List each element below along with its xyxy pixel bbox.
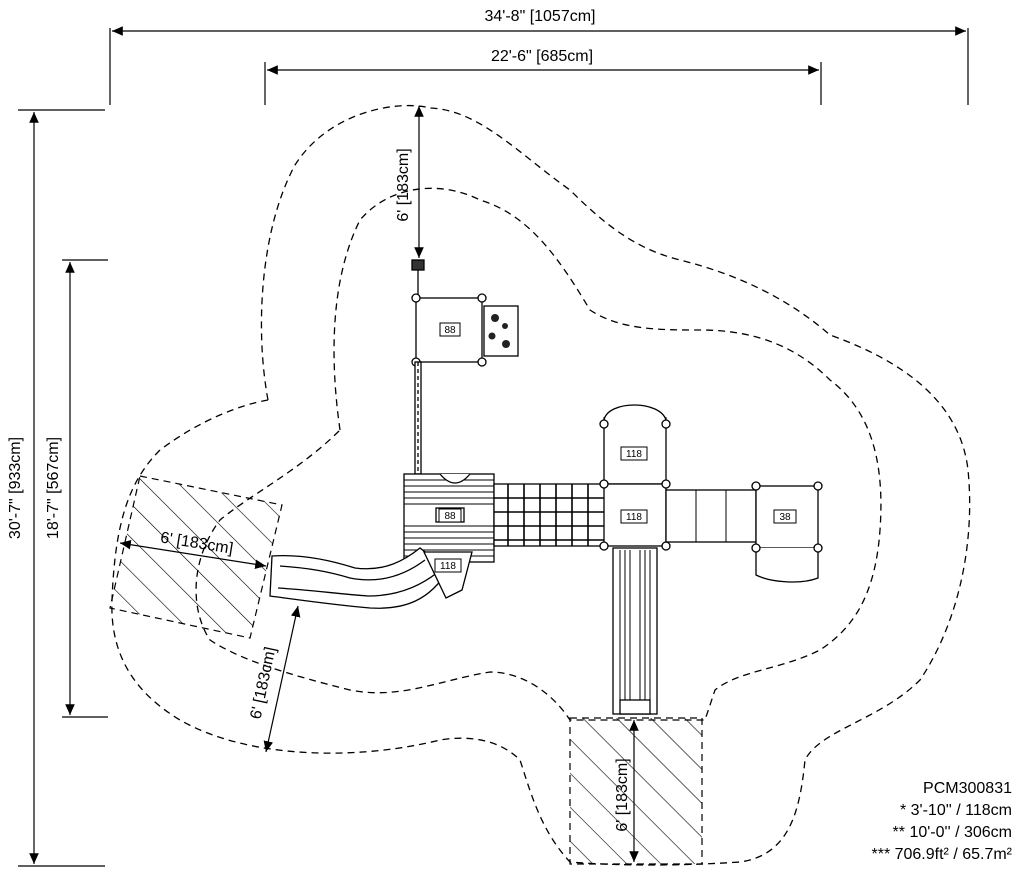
deck-top-label: 88 [444,325,456,336]
slide-exit-zones [109,475,703,865]
deck-mid-label: 88 [444,511,456,522]
play-structure [269,259,823,715]
inner-use-zone [195,187,882,721]
outer-use-zone [111,105,971,866]
bottom-slide-exit-zone [569,717,703,865]
curved-slide [269,547,449,609]
deck-height-spec: * 3'-10'' / 118cm [899,802,1012,819]
left-slide-exit-zone [109,475,283,639]
use-zone-area-spec: *** 706.9ft² / 65.7m² [871,846,1012,863]
net-bridge [493,483,607,547]
fall-height-spec: ** 10'-0'' / 306cm [892,824,1012,841]
walkway [665,489,757,543]
top-clearance-label: 6' [183cm] [395,148,412,221]
deck-right-label: 38 [779,512,791,523]
model-number: PCM300831 [923,780,1012,797]
overall-width-label: 34'-8" [1057cm] [484,8,595,25]
dimension-labels: 34'-8" [1057cm] 22'-6" [685cm] 30'-7" [9… [7,8,631,832]
deck-center-upper-label: 118 [626,449,642,460]
structure-width-label: 22'-6" [685cm] [491,48,593,65]
use-zone-outlines [111,105,971,866]
deck-center-label: 118 [626,512,642,523]
bottom-clearance-label: 6' [183cm] [614,758,631,831]
spec-block: PCM300831 * 3'-10'' / 118cm ** 10'-0'' /… [871,778,1012,866]
overall-depth-label: 30'-7" [933cm] [7,437,24,539]
deck-slide-label: 118 [440,561,456,572]
deck-labels: 88 88 118 118 118 38 [434,322,797,573]
dimension-lines [18,26,969,867]
structure-depth-label: 18'-7" [567cm] [45,437,62,539]
